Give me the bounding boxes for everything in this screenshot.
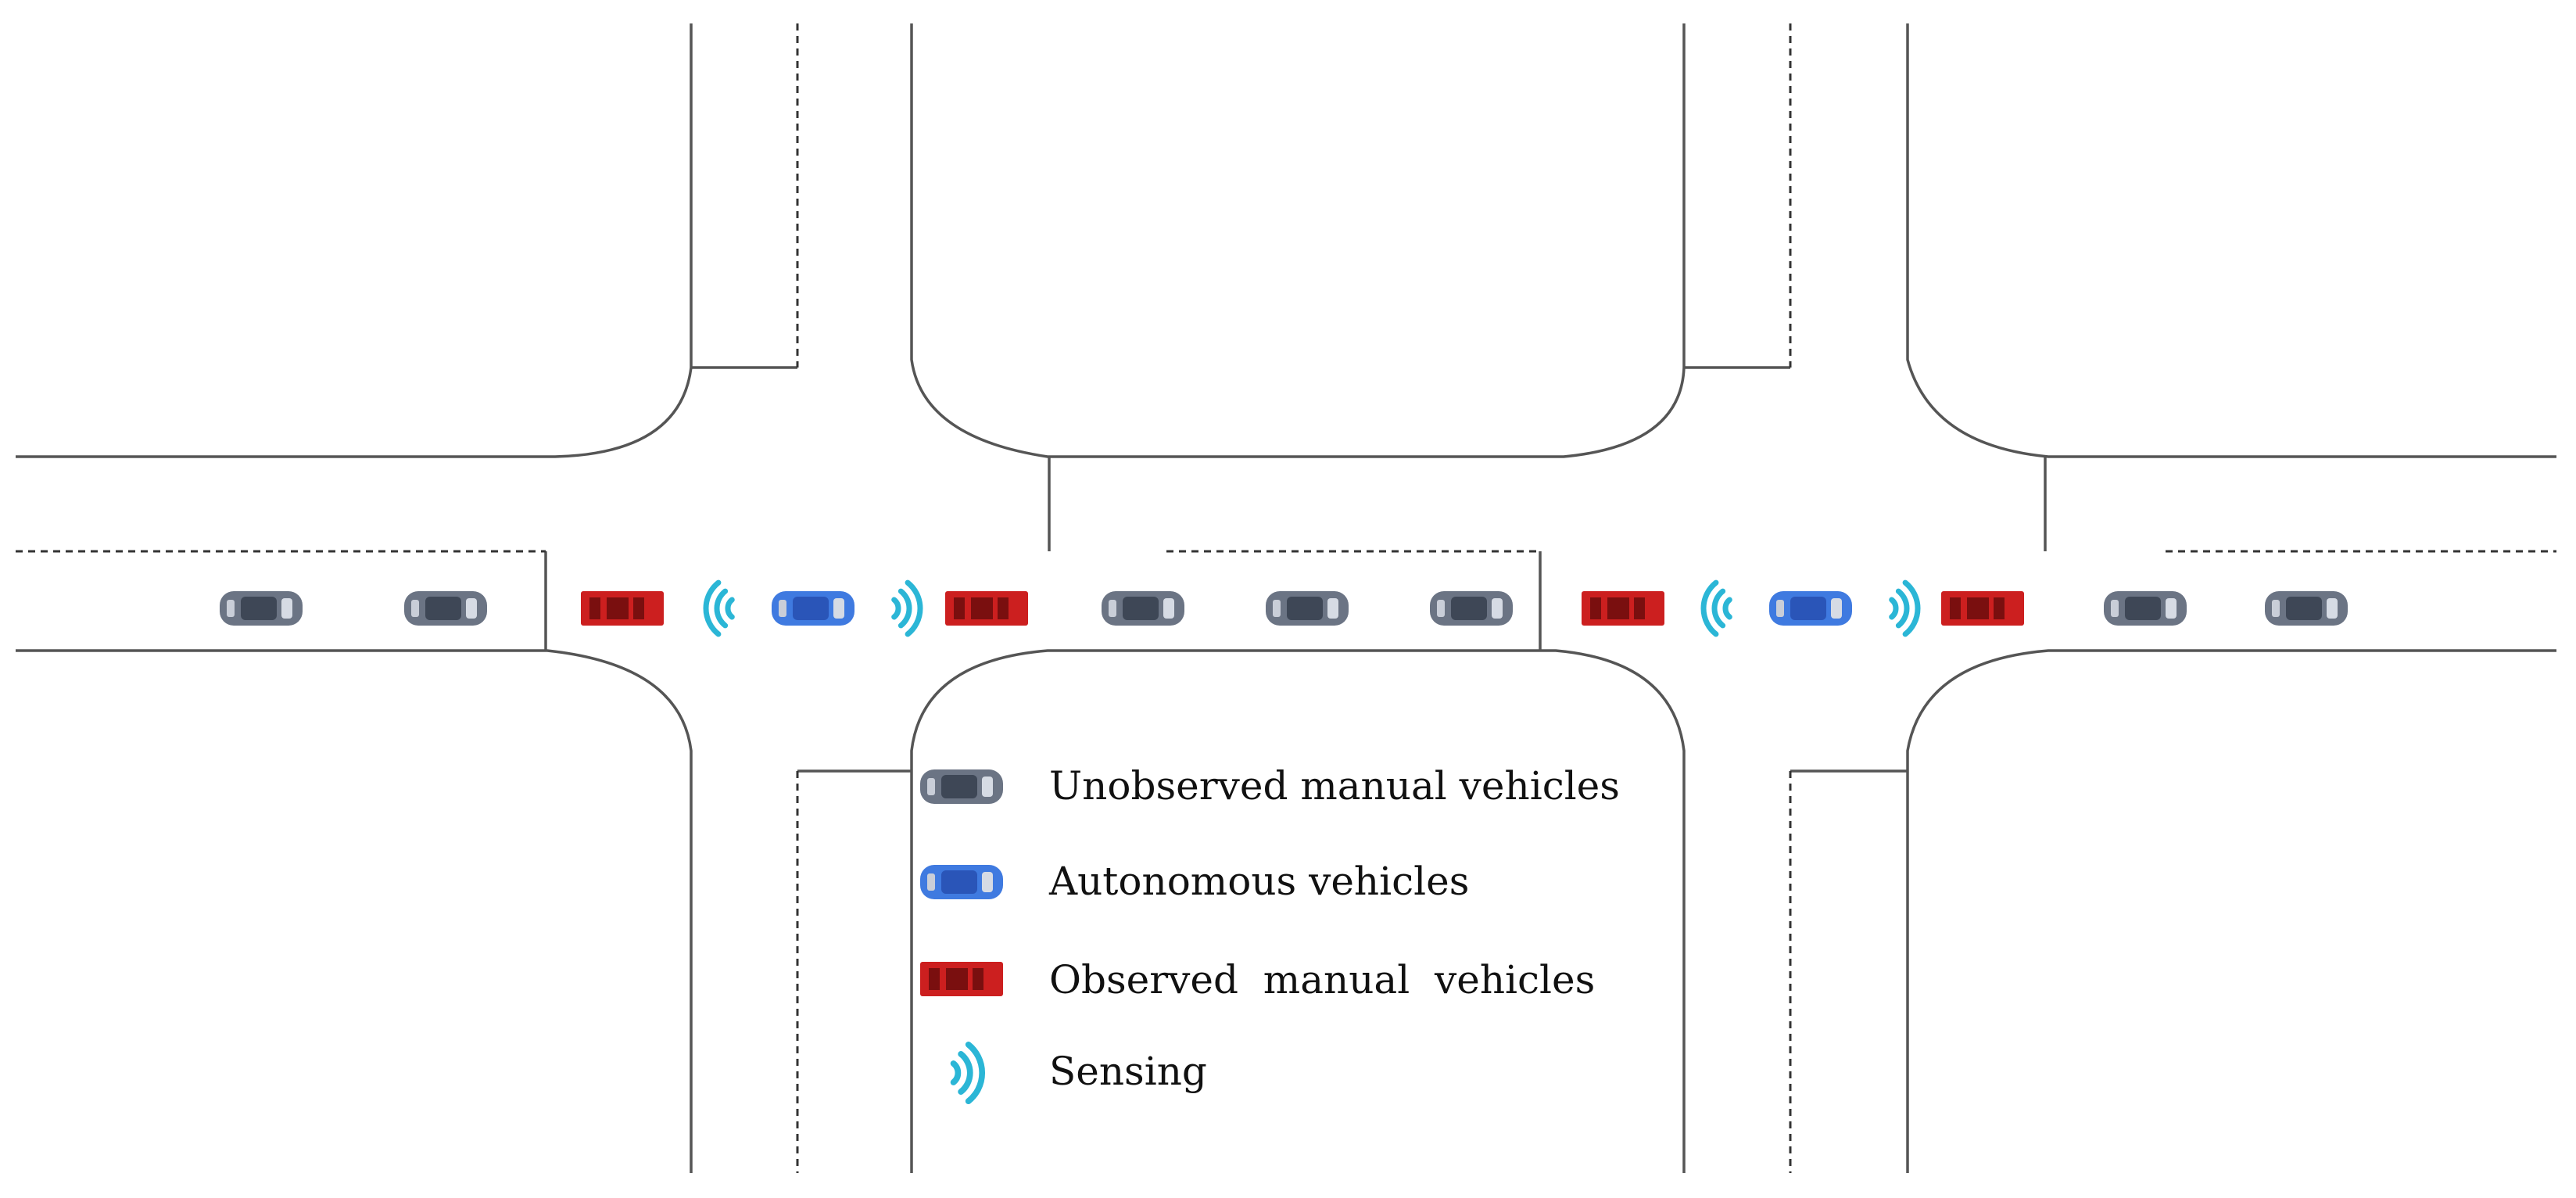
legend-label-sensing: Sensing	[1049, 1049, 1207, 1094]
vehicle-autonomous-10	[1769, 591, 1852, 626]
vehicle-manual-observed-11	[1941, 591, 2024, 626]
legend-label-autonomous: Autonomous vehicles	[1049, 859, 1470, 904]
vehicle-manual-unobserved-13	[2265, 591, 2348, 626]
road-edge-right-upper-east	[1906, 23, 2556, 458]
vehicle-manual-unobserved-7	[1266, 591, 1349, 626]
autonomous-vehicle-icon	[920, 865, 1003, 899]
vehicle-manual-observed-5	[945, 591, 1028, 626]
road-edge-left-upper-east	[910, 23, 1686, 458]
vehicle-layer	[220, 591, 2348, 626]
road-edge-right-lower-east	[1906, 649, 2556, 1173]
vehicle-manual-observed-3	[581, 591, 664, 626]
road-edge-left-lower-east	[910, 649, 1686, 1173]
road-edge-left-lower-west	[16, 649, 693, 1173]
road-edge-left-upper-west	[16, 23, 693, 458]
vehicle-manual-observed-9	[1582, 591, 1664, 626]
sensing-wave-left-4	[703, 579, 735, 637]
sensing-wave-left-10	[1700, 579, 1732, 637]
vehicle-manual-unobserved-2	[404, 591, 487, 626]
vehicle-manual-unobserved-6	[1102, 591, 1184, 626]
vehicle-autonomous-4	[772, 591, 854, 626]
road-layout	[16, 23, 2556, 1173]
sensing-wave-right-4	[891, 579, 923, 637]
legend-label-unobserved: Unobserved manual vehicles	[1049, 763, 1620, 809]
legend-icons	[920, 769, 1003, 1105]
observed-vehicle-icon	[920, 962, 1003, 996]
sensing-wave-right-10	[1889, 579, 1921, 637]
sensing-layer	[703, 579, 1921, 637]
vehicle-manual-unobserved-1	[220, 591, 303, 626]
vehicle-manual-unobserved-8	[1430, 591, 1513, 626]
unobserved-vehicle-icon	[920, 769, 1003, 804]
lane-markings	[16, 23, 2556, 1173]
legend-label-observed: Observed manual vehicles	[1049, 957, 1596, 1003]
sensing-icon	[950, 1041, 985, 1105]
vehicle-manual-unobserved-12	[2104, 591, 2187, 626]
